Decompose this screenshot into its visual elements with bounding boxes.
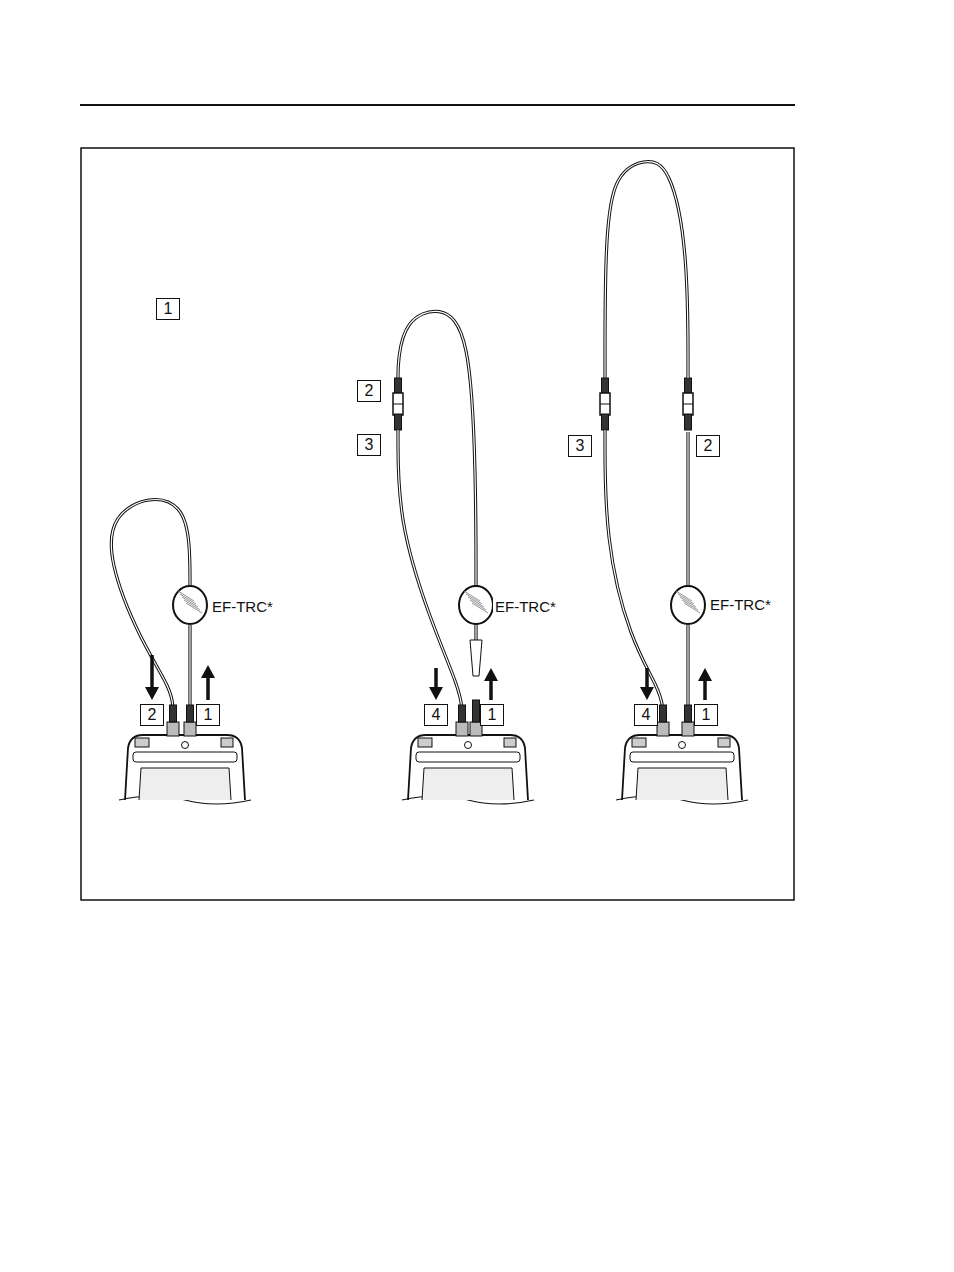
tester-body	[622, 735, 742, 800]
tester-bezel	[133, 752, 237, 762]
callout-number: 1	[196, 704, 220, 726]
tester-led	[679, 742, 686, 749]
cable-highlight	[398, 430, 462, 710]
fiber-connector	[170, 705, 177, 722]
fiber-cable	[686, 432, 689, 586]
callout-number: 3	[357, 434, 381, 456]
callout-number: 4	[424, 704, 448, 726]
arrow-head	[640, 687, 654, 700]
mandrel-print	[684, 603, 700, 613]
part-label: EF-TRC*	[210, 598, 275, 615]
cable-highlight	[605, 162, 688, 378]
part-label: EF-TRC*	[493, 598, 558, 615]
direction-arrow	[206, 677, 210, 700]
tester-led	[465, 742, 472, 749]
fiber-connector	[602, 414, 609, 430]
arrow-head	[429, 687, 443, 700]
callout-number: 1	[480, 704, 504, 726]
callout-number: 2	[696, 435, 720, 457]
illustration	[111, 162, 748, 804]
cable-highlight	[605, 430, 663, 710]
tester-screen	[636, 768, 728, 800]
arrow-head	[484, 668, 498, 681]
direction-arrow	[150, 655, 154, 688]
fiber-adapter	[683, 393, 693, 415]
tester-jack	[504, 738, 516, 747]
mandrel	[173, 586, 207, 624]
tester-body	[408, 735, 528, 800]
tester-jack	[418, 738, 432, 747]
mandrel-print	[470, 600, 486, 610]
header-rule	[80, 104, 795, 106]
fiber-adapter	[393, 393, 403, 415]
fiber-connector	[685, 414, 692, 430]
callout-number: 1	[156, 298, 180, 320]
optical-port	[456, 722, 468, 736]
optical-port	[682, 722, 694, 736]
optical-port	[657, 722, 669, 736]
callout-number: 2	[140, 704, 164, 726]
tester-bezel	[416, 752, 520, 762]
adapter-seam	[600, 404, 610, 405]
fiber-connector	[395, 414, 402, 430]
tester-screen	[422, 768, 514, 800]
tester-jack	[632, 738, 646, 747]
mandrel	[459, 586, 493, 624]
callout-number: 2	[357, 380, 381, 402]
fiber-connector	[395, 378, 402, 394]
figure-frame	[81, 148, 794, 900]
callout-number: 3	[568, 435, 592, 457]
fiber-connector	[660, 705, 667, 722]
fiber-adapter	[600, 393, 610, 415]
adapter-seam	[393, 404, 403, 405]
fiber-connector	[602, 378, 609, 394]
free-connector	[470, 640, 482, 676]
tester-body	[125, 735, 245, 800]
mandrel-print	[184, 600, 200, 610]
fiber-cable	[398, 430, 462, 710]
fiber-connector	[187, 705, 194, 722]
mandrel-print	[472, 603, 488, 613]
direction-arrow	[645, 668, 649, 688]
direction-arrow	[703, 680, 707, 700]
direction-arrow	[489, 680, 493, 700]
arrow-head	[201, 665, 215, 678]
fiber-cable	[474, 624, 477, 640]
callout-number: 1	[694, 704, 718, 726]
tester-jack	[221, 738, 233, 747]
direction-arrow	[434, 668, 438, 688]
mandrel-print	[186, 603, 202, 613]
fiber-cable	[605, 430, 663, 710]
mandrel-print	[682, 600, 698, 610]
fiber-connector	[459, 705, 466, 722]
cable-highlight	[687, 432, 688, 586]
arrow-head	[145, 687, 159, 700]
optical-port	[184, 722, 196, 736]
fiber-connector	[473, 700, 480, 722]
arrow-head	[698, 668, 712, 681]
tester-screen	[139, 768, 231, 800]
callout-number: 4	[634, 704, 658, 726]
adapter-seam	[683, 404, 693, 405]
part-label: EF-TRC*	[708, 596, 773, 613]
tester-led	[182, 742, 189, 749]
fiber-cable	[605, 162, 688, 378]
tester-jack	[135, 738, 149, 747]
fiber-connector	[685, 378, 692, 394]
optical-port	[167, 722, 179, 736]
tester-bezel	[630, 752, 734, 762]
tester-jack	[718, 738, 730, 747]
cable-highlight	[475, 624, 476, 640]
fiber-connector	[685, 705, 692, 722]
mandrel	[671, 586, 705, 624]
